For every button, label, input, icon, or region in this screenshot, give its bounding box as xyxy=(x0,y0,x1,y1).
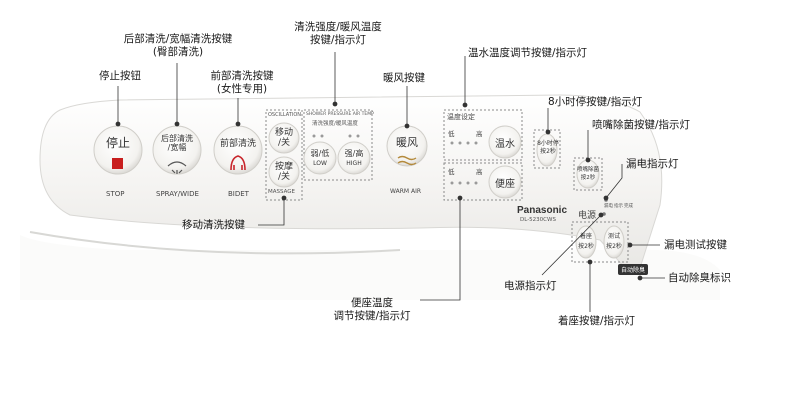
callout-water-temp: 温水温度调节按键/指示灯 xyxy=(468,47,588,59)
move-button-shape xyxy=(268,122,300,154)
move-glyph-line2: /关 xyxy=(277,138,291,148)
strong-caption: HIGH xyxy=(346,160,362,167)
test-small-button-shape xyxy=(603,225,625,259)
stop-caption: STOP xyxy=(106,190,125,198)
weak-glyph: 弱/低 xyxy=(310,149,330,158)
callout-strength-line2: 按键/指示灯 xyxy=(309,34,367,46)
water-low-label: 低 xyxy=(448,130,455,138)
bidet-button-shape xyxy=(213,125,263,175)
callout-oscillation: 移动清洗按键 xyxy=(182,219,245,231)
leak-label-3: 完成 xyxy=(624,204,633,209)
strong-high-button[interactable]: 强/高 HIGH xyxy=(339,149,369,169)
callout-spray-wide: 后部清洗/宽幅清洗按键 (臀部清洗) xyxy=(124,33,233,59)
callout-nozzle: 喷嘴除菌按键/指示灯 xyxy=(592,119,691,131)
move-glyph-line1: 移动 xyxy=(274,128,293,138)
nozzle-line1: 喷嘴除菌 xyxy=(576,167,599,173)
massage-glyph-line1: 按摩 xyxy=(274,162,293,172)
warm-air-button[interactable]: 暖风 xyxy=(396,136,418,149)
strong-button-shape xyxy=(337,141,371,175)
stop-button[interactable]: 停止 xyxy=(105,136,130,150)
warm-air-icon xyxy=(397,155,417,166)
leader-lines xyxy=(115,52,665,312)
callout-auto-deodor: 自动除臭标识 xyxy=(668,272,731,284)
callout-stop-button: 停止按钮 xyxy=(99,70,141,82)
callout-spray-line2: (臀部清洗) xyxy=(152,46,204,58)
seat-high-label: 高 xyxy=(476,168,483,176)
callout-seat-temp: 便座温度 调节按键/指示灯 xyxy=(333,297,410,323)
water-high-label: 高 xyxy=(476,130,483,138)
callout-spray-line1: 后部清洗/宽幅清洗按键 xyxy=(123,33,233,45)
test-btn-line2: 按2秒 xyxy=(606,243,622,250)
weak-low-button[interactable]: 弱/低 LOW xyxy=(305,149,335,169)
timer-8h-button[interactable]: 8小时停 按2秒 xyxy=(536,140,560,156)
seat-sensor-button[interactable]: 着座 按2秒 xyxy=(576,232,596,252)
massage-glyph-line2: /关 xyxy=(277,172,291,182)
callout-seat-temp-line1: 便座温度 xyxy=(350,297,393,309)
callout-bidet-line2: (女性专用) xyxy=(216,83,268,95)
test-btn-line1: 测试 xyxy=(607,233,620,240)
oscillation-label: OSCILLATION xyxy=(268,112,301,118)
pressure-header-cn: 清洗强度/暖风温度 xyxy=(312,121,358,127)
callout-strength-line1: 清洗强度/暖风温度 xyxy=(294,21,382,33)
seat-btn-line1: 着座 xyxy=(579,233,592,240)
spray-glyph-line1: 后部清洗 xyxy=(161,134,193,143)
seat-shadow xyxy=(29,231,401,255)
stop-square-icon xyxy=(112,158,123,169)
temp-indicator-dots xyxy=(312,134,478,185)
callout-bidet-line1: 前部清洗按键 xyxy=(210,70,274,82)
spray-wide-button[interactable]: 后部清洗 /宽幅 xyxy=(157,134,197,152)
callout-seat-temp-line2: 调节按键/指示灯 xyxy=(333,310,411,322)
seat-btn-line2: 按2秒 xyxy=(578,243,594,250)
weak-caption: LOW xyxy=(313,160,327,167)
spray-glyph-line2: /宽幅 xyxy=(167,143,187,152)
timer-line2: 按2秒 xyxy=(540,148,556,155)
massage-label: MASSAGE xyxy=(268,189,295,195)
warm-air-caption: WARM AIR xyxy=(390,188,422,195)
strong-glyph: 强/高 xyxy=(344,149,364,158)
bidet-icon xyxy=(230,155,246,171)
seat-temp-button-shape xyxy=(488,165,522,199)
seat-small-button-shape xyxy=(575,225,597,259)
auto-deodor-badge: 自动除臭 xyxy=(618,264,649,275)
leak-test-button[interactable]: 测试 按2秒 xyxy=(604,232,624,252)
weak-button-shape xyxy=(303,141,337,175)
water-temp-button[interactable]: 温水 xyxy=(495,139,515,150)
leak-label-2: 指示 xyxy=(614,204,623,209)
pressure-dashed-box xyxy=(303,109,373,181)
temp-setting-label: 温度设定 xyxy=(447,113,475,121)
spray-caption: SPRAY/WIDE xyxy=(156,190,199,198)
callout-power-indicator: 电源指示灯 xyxy=(504,280,557,292)
callout-leak-indicator: 漏电指示灯 xyxy=(626,158,679,170)
callout-seat-button: 着座按键/指示灯 xyxy=(558,315,636,327)
callout-timer-8h: 8小时停按键/指示灯 xyxy=(548,96,643,108)
water-temp-button-shape xyxy=(488,125,522,159)
nozzle-clean-button[interactable]: 喷嘴除菌 按2秒 xyxy=(576,166,600,182)
spray-icon xyxy=(167,161,187,174)
nozzle-line2: 按2秒 xyxy=(580,175,596,181)
pressure-header: SHOWER PRESSURE AIR TEMP xyxy=(306,112,374,117)
callout-warm-air: 暖风按键 xyxy=(383,72,425,84)
brand-logo: Panasonic xyxy=(517,205,568,216)
bidet-caption: BIDET xyxy=(228,190,249,198)
seat-low-label: 低 xyxy=(448,168,455,176)
power-label: 电源 xyxy=(578,211,597,221)
leak-label-1: 漏电 xyxy=(604,204,613,209)
callout-leak-test: 漏电测试按键 xyxy=(664,239,727,251)
callout-bidet: 前部清洗按键 (女性专用) xyxy=(211,70,274,96)
seat-temp-dashed-box xyxy=(443,162,523,201)
callout-strength: 清洗强度/暖风温度 按键/指示灯 xyxy=(294,21,382,47)
massage-button[interactable]: 按摩 /关 xyxy=(270,162,298,182)
massage-button-shape xyxy=(268,156,300,188)
model-number: DL-5230CWS xyxy=(520,217,556,223)
bidet-button[interactable]: 前部清洗 xyxy=(219,139,256,149)
move-button[interactable]: 移动 /关 xyxy=(270,128,298,148)
timer-line1: 8小时停 xyxy=(537,140,559,147)
seat-temp-button[interactable]: 便座 xyxy=(495,179,515,190)
seat-test-dashed-box xyxy=(571,221,629,263)
